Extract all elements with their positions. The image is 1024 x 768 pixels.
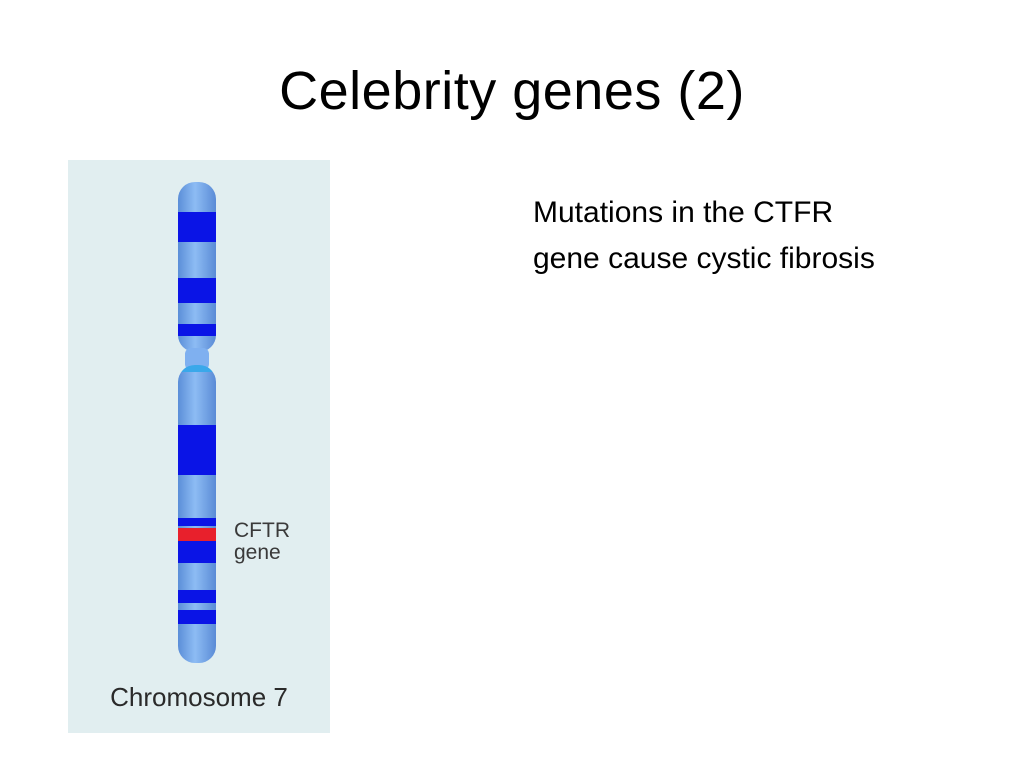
body-line: gene cause cystic fibrosis xyxy=(533,242,875,275)
centromere xyxy=(185,348,209,370)
band xyxy=(178,212,216,242)
band xyxy=(178,518,216,526)
band xyxy=(178,425,216,475)
gene-label: CFTR gene xyxy=(234,520,290,564)
body-text: Mutations in the CTFR gene cause cystic … xyxy=(533,190,973,282)
band xyxy=(178,541,216,563)
band xyxy=(178,610,216,624)
chromosome-figure: CFTR gene Chromosome 7 xyxy=(68,160,330,733)
band xyxy=(178,590,216,603)
band xyxy=(178,324,216,336)
slide-title: Celebrity genes (2) xyxy=(279,61,745,121)
gene-marker xyxy=(178,528,216,541)
centromere-band xyxy=(178,365,216,372)
band xyxy=(178,278,216,303)
gene-label-line: gene xyxy=(234,541,281,564)
chromosome-diagram xyxy=(68,160,330,733)
body-line: Mutations in the CTFR xyxy=(533,196,834,229)
chromosome-caption: Chromosome 7 xyxy=(110,682,288,712)
gene-label-line: CFTR xyxy=(234,519,290,542)
